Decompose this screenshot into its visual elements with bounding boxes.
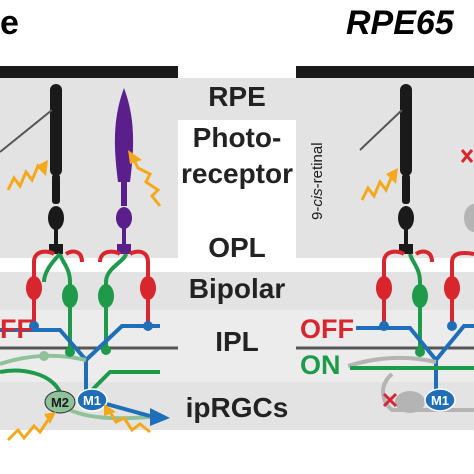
rgc-dendrites-right bbox=[347, 324, 474, 412]
rpe-bar-left bbox=[0, 66, 178, 78]
layer-label-photoreceptor-2: receptor bbox=[180, 158, 294, 189]
m2-soma bbox=[44, 390, 76, 414]
off-bipolar-soma-right-2 bbox=[444, 276, 460, 300]
chromophore-line-left bbox=[0, 109, 53, 153]
off-bipolar-soma-left-1 bbox=[26, 276, 42, 300]
m1-label: M1 bbox=[83, 393, 101, 408]
layer-label-photoreceptor-1: Photo- bbox=[192, 122, 282, 153]
synapse-dot-right-2 bbox=[415, 347, 425, 357]
layer-label-iprgcs: ipRGCs bbox=[185, 392, 289, 423]
light-ray-2-arrowhead bbox=[128, 150, 142, 164]
cone-photoreceptor-right bbox=[398, 84, 414, 254]
light-ray-4 bbox=[108, 411, 151, 434]
rod-photoreceptor-right-inactive bbox=[460, 149, 474, 232]
synapse-dot-left-3 bbox=[101, 345, 111, 355]
on-bipolar-soma-left-1 bbox=[62, 284, 78, 308]
rod-photoreceptor-left bbox=[114, 88, 134, 254]
synapse-dot-left-5 bbox=[39, 351, 49, 361]
layer-label-bipolar: Bipolar bbox=[188, 273, 286, 304]
m1-soma bbox=[76, 388, 108, 412]
rpe-bar-right bbox=[296, 66, 474, 78]
layer-label-opl: OPL bbox=[208, 232, 266, 263]
m1-soma-right bbox=[424, 388, 456, 412]
light-ray-3 bbox=[6, 419, 50, 442]
photoreceptor-band bbox=[0, 120, 178, 258]
m2-soma-right-inactive bbox=[395, 391, 425, 413]
on-bipolar-soma-left-2 bbox=[98, 284, 114, 308]
left-title: e bbox=[0, 4, 19, 42]
light-ray-4-arrowhead bbox=[104, 404, 116, 416]
off-label-left: FF bbox=[0, 314, 33, 344]
light-ray-1-arrowhead bbox=[36, 160, 48, 176]
layer-label-rpe: RPE bbox=[208, 81, 266, 112]
synapse-dot-left-4 bbox=[143, 321, 153, 331]
cone-photoreceptor-left bbox=[48, 84, 64, 254]
m1-axon-arrowhead bbox=[150, 408, 170, 426]
off-bipolar-soma-left-2 bbox=[140, 276, 156, 300]
chromophore-label: 9-cis-retinal bbox=[309, 142, 326, 220]
off-bipolar-soma-right-1 bbox=[376, 276, 392, 300]
synapse-dot-right-3 bbox=[447, 321, 457, 331]
synapse-dot-left-2 bbox=[65, 347, 75, 357]
light-ray-5-arrowhead bbox=[386, 168, 398, 184]
right-title: RPE65 bbox=[346, 4, 454, 42]
light-ray-2 bbox=[132, 159, 162, 207]
off-label-right: OFF bbox=[300, 314, 354, 344]
on-bipolar-soma-right-1 bbox=[412, 284, 428, 308]
m2-label: M2 bbox=[51, 395, 69, 410]
m2-blocked-x-icon bbox=[382, 392, 398, 408]
synapse-dot-left-1 bbox=[29, 321, 39, 331]
bipolar-band bbox=[0, 272, 474, 310]
chromophore-line-right bbox=[359, 109, 403, 151]
light-ray-5 bbox=[360, 175, 394, 201]
on-label-right: ON bbox=[300, 350, 341, 380]
light-ray-3-arrowhead bbox=[44, 412, 56, 424]
layer-label-ipl: IPL bbox=[215, 326, 259, 357]
synapse-dot-right-1 bbox=[379, 321, 389, 331]
rpe-band bbox=[0, 78, 474, 120]
m1-label-right: M1 bbox=[431, 393, 449, 408]
